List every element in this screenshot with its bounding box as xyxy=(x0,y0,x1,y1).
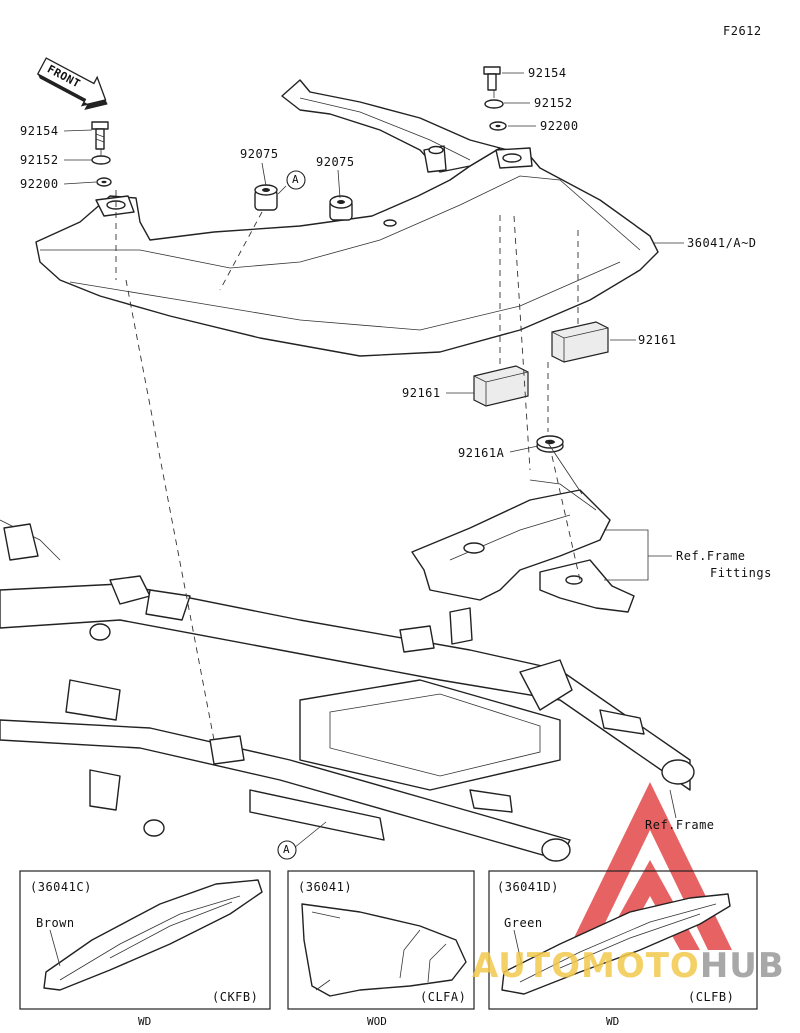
ref-frame-fittings-line2: Fittings xyxy=(710,566,772,580)
inset-cover-brown xyxy=(43,879,263,991)
inset-1-code: (36041C) xyxy=(30,880,92,894)
inset-3-caption: WD xyxy=(606,1015,620,1028)
part-label-grommet-2: 92075 xyxy=(316,155,355,169)
inset-3-variant: (CLFB) xyxy=(688,990,735,1004)
callout-a-top: A xyxy=(292,173,299,186)
grommet-icon xyxy=(329,195,353,221)
inset-2-caption: WOD xyxy=(367,1015,387,1028)
inset-cover-plain xyxy=(301,903,467,997)
bolt-icon xyxy=(91,121,109,150)
frame-fittings-bracket xyxy=(411,479,635,613)
part-label-grommet-1: 92075 xyxy=(240,147,279,161)
callout-a-top-circle xyxy=(286,170,306,190)
callout-a-bottom-circle xyxy=(277,840,297,860)
inset-2-code: (36041) xyxy=(298,880,353,894)
watermark-part3: HUB xyxy=(699,946,785,986)
figure-code: F2612 xyxy=(723,24,762,38)
part-label-collar-right: 92200 xyxy=(540,119,579,133)
part-label-bolt-left: 92154 xyxy=(20,124,59,138)
part-label-washer-right: 92152 xyxy=(534,96,573,110)
part-label-damper-left: 92161 xyxy=(402,386,441,400)
inset-1-caption: WD xyxy=(138,1015,152,1028)
motorcycle-frame xyxy=(0,519,695,862)
washer-icon xyxy=(91,155,111,165)
ref-frame-label: Ref.Frame xyxy=(645,818,715,832)
grommet-icon xyxy=(254,184,278,211)
part-label-damper-ring: 92161A xyxy=(458,446,505,460)
inset-1-color-label: Brown xyxy=(36,916,75,930)
inset-3-code: (36041D) xyxy=(497,880,559,894)
inset-box-1 xyxy=(19,870,271,1010)
part-label-washer-left: 92152 xyxy=(20,153,59,167)
part-label-damper-right: 92161 xyxy=(638,333,677,347)
seat-cowl xyxy=(35,79,659,357)
watermark-part1: AUTO xyxy=(472,946,581,986)
inset-3-color-label: Green xyxy=(504,916,543,930)
watermark-part2: MOTO xyxy=(580,946,700,986)
damper-ring-icon xyxy=(536,435,564,453)
watermark-text: AUTOMOTOHUB xyxy=(472,946,785,986)
part-label-cover: 36041/A~D xyxy=(687,236,757,250)
front-arrow-icon xyxy=(36,57,108,111)
washer-icon xyxy=(484,99,504,109)
damper-block-icon xyxy=(473,365,529,407)
inset-1-variant: (CKFB) xyxy=(212,990,259,1004)
inset-2-variant: (CLFA) xyxy=(420,990,467,1004)
inset-cover-green xyxy=(501,893,731,995)
inset-box-2 xyxy=(287,870,475,1010)
part-label-bolt-right: 92154 xyxy=(528,66,567,80)
assembly-guide-lines xyxy=(100,90,583,741)
callout-a-bottom: A xyxy=(283,843,290,856)
bolt-icon xyxy=(483,66,501,91)
damper-block-icon xyxy=(551,321,609,363)
inset-box-3 xyxy=(488,870,758,1010)
part-label-collar-left: 92200 xyxy=(20,177,59,191)
ref-frame-fittings-line1: Ref.Frame xyxy=(676,549,746,563)
leader-lines xyxy=(63,72,684,849)
